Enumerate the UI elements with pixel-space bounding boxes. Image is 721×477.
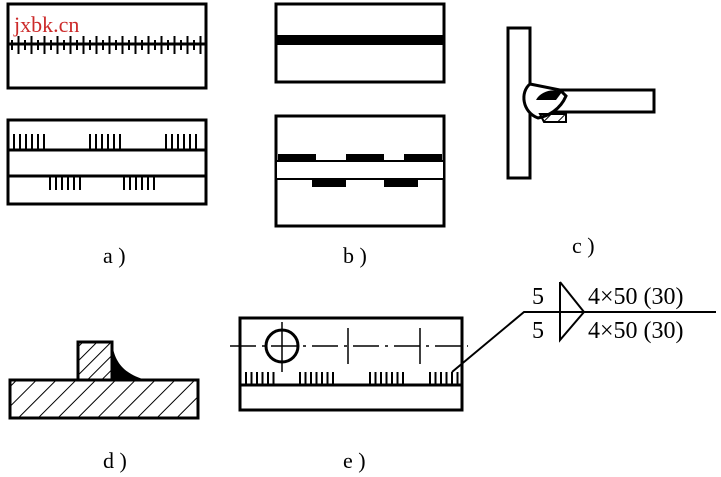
figure-d-base-plate: [8, 378, 200, 420]
figure-e-intermittent-weld-ticks: [245, 372, 459, 385]
watermark-text: jxbk.cn: [13, 12, 79, 37]
figure-d-fillet-weld: [112, 342, 146, 380]
figure-e-fillet-symbol-diag: [559, 281, 585, 313]
figure-e-leader-line: [451, 311, 584, 373]
figure-a-top-weld-ticks: [11, 36, 202, 54]
figure-e-fillet-symbol-other-side: [559, 311, 585, 343]
figure-b-continuous-weld: [276, 35, 444, 45]
figure-b-bottom-seam-band: [275, 160, 445, 180]
figure-b-intermittent-welds-lower: [312, 180, 418, 187]
figure-c-weld-bead: [536, 90, 562, 100]
figure-d-rib: [76, 340, 114, 382]
figure-d: d ): [8, 340, 200, 473]
figure-b-intermittent-welds-upper: [278, 154, 442, 161]
figure-a: a ): [6, 2, 208, 268]
caption-e: e ): [343, 448, 366, 473]
weld-size-bottom: 5: [532, 318, 544, 344]
figure-e: 5 4×50 (30) 5 4×50 (30) e ): [230, 281, 716, 473]
weld-size-top: 5: [532, 284, 544, 310]
caption-d: d ): [103, 448, 127, 473]
figure-a-top-plate: [6, 2, 208, 90]
figure-c: c ): [506, 26, 656, 258]
caption-a: a ): [103, 243, 126, 268]
figure-a-intermittent-weld-ticks: [13, 134, 197, 190]
figure-c-weld-bead-lower: [538, 113, 567, 123]
caption-c: c ): [572, 233, 595, 258]
weld-spec-bottom: 4×50 (30): [588, 318, 684, 344]
figure-a-bottom-plate: [6, 118, 208, 206]
figure-b: b ): [274, 2, 446, 268]
caption-b: b ): [343, 243, 367, 268]
weld-spec-top: 4×50 (30): [588, 284, 684, 310]
